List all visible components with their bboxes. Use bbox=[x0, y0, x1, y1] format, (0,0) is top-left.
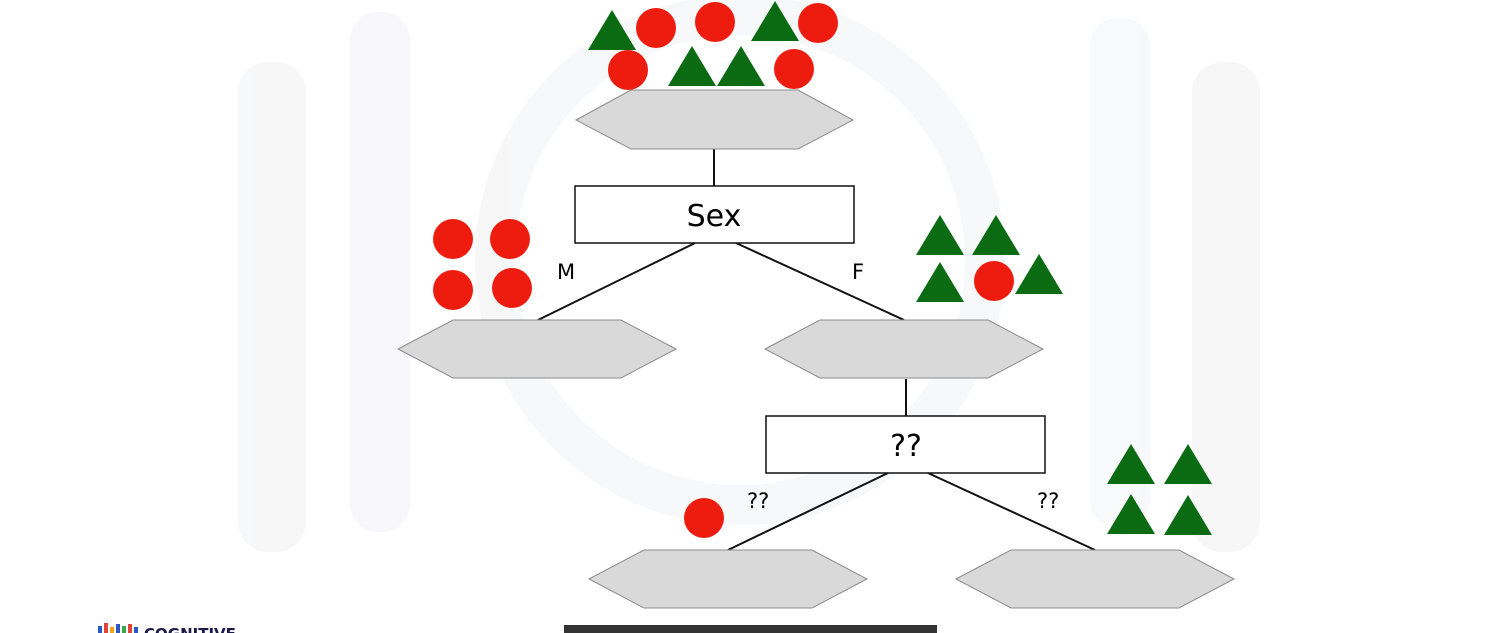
edge-sex-to-female bbox=[735, 242, 905, 321]
red-circle-sample bbox=[798, 3, 838, 43]
branch-label-female: F bbox=[852, 260, 864, 284]
tree-edges bbox=[537, 148, 1096, 551]
green-triangle-sample bbox=[1164, 495, 1212, 535]
second-left-leaf-samples bbox=[684, 498, 724, 538]
branch-label-unknown-left: ?? bbox=[747, 489, 769, 513]
green-triangle-sample bbox=[1107, 494, 1155, 534]
logo-wordmark: COGNITIVE bbox=[144, 625, 236, 633]
red-circle-sample bbox=[684, 498, 724, 538]
branch-label-male: M bbox=[557, 260, 575, 284]
red-circle-sample bbox=[974, 261, 1014, 301]
green-triangle-sample bbox=[972, 215, 1020, 255]
edge-second-to-right bbox=[927, 472, 1096, 551]
red-circle-sample bbox=[608, 50, 648, 90]
green-triangle-sample bbox=[668, 46, 716, 86]
red-circle-sample bbox=[433, 219, 473, 259]
decision-node-sex: Sex bbox=[574, 185, 855, 244]
root-hexagon bbox=[574, 89, 855, 150]
red-circle-sample bbox=[433, 270, 473, 310]
caption-bar bbox=[564, 625, 937, 633]
green-triangle-sample bbox=[588, 10, 636, 50]
red-circle-sample bbox=[774, 49, 814, 89]
red-circle-sample bbox=[492, 268, 532, 308]
green-triangle-sample bbox=[1015, 254, 1063, 294]
unknown-node-label: ?? bbox=[890, 429, 922, 464]
hexagon-nodes bbox=[396, 89, 1236, 609]
green-triangle-sample bbox=[916, 215, 964, 255]
red-circle-sample bbox=[490, 219, 530, 259]
green-triangle-sample bbox=[1107, 444, 1155, 484]
decision-node-unknown: ?? bbox=[765, 415, 1046, 474]
edge-sex-to-male bbox=[537, 242, 696, 321]
cognitive-logo: COGNITIVE bbox=[98, 623, 236, 633]
male-leaf-hexagon bbox=[396, 319, 678, 379]
second-right-leaf-hexagon bbox=[954, 549, 1236, 609]
male-leaf-samples bbox=[433, 219, 532, 310]
branch-label-unknown-right: ?? bbox=[1037, 489, 1059, 513]
red-circle-sample bbox=[695, 2, 735, 42]
root-samples bbox=[588, 1, 838, 90]
second-left-leaf-hexagon bbox=[587, 549, 869, 609]
green-triangle-sample bbox=[916, 262, 964, 302]
female-node-samples bbox=[916, 215, 1063, 302]
background-watermark bbox=[238, 0, 1260, 552]
sex-node-label: Sex bbox=[687, 199, 742, 234]
second-right-leaf-samples bbox=[1107, 444, 1212, 535]
edge-second-to-left bbox=[727, 472, 889, 551]
green-triangle-sample bbox=[717, 46, 765, 86]
red-circle-sample bbox=[636, 8, 676, 48]
green-triangle-sample bbox=[751, 1, 799, 41]
green-triangle-sample bbox=[1164, 444, 1212, 484]
female-hexagon bbox=[763, 319, 1045, 379]
